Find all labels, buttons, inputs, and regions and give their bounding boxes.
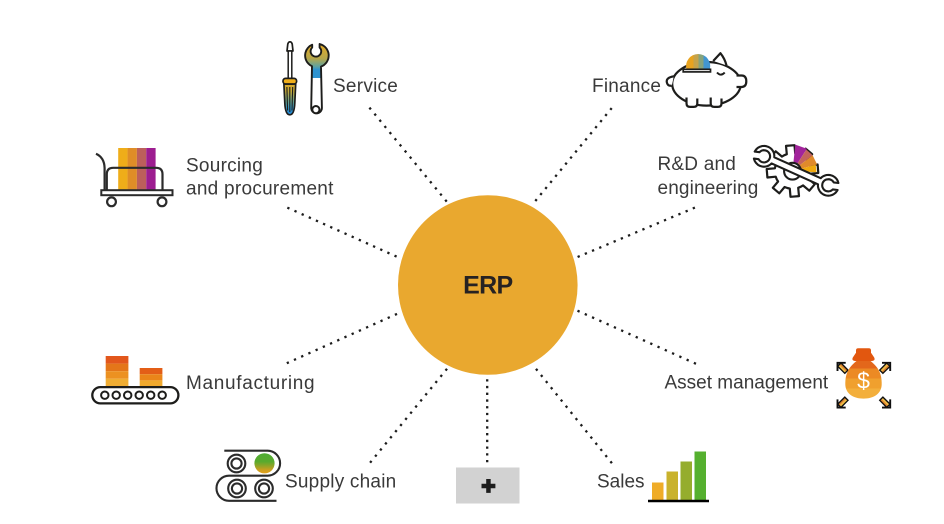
svg-text:Asset management: Asset management bbox=[665, 373, 829, 394]
svg-text:R&D and: R&D and bbox=[658, 154, 737, 175]
svg-text:$: $ bbox=[857, 368, 870, 394]
svg-text:Finance: Finance bbox=[592, 76, 661, 97]
svg-text:engineering: engineering bbox=[658, 178, 759, 199]
svg-text:Manufacturing: Manufacturing bbox=[186, 373, 315, 394]
svg-text:Sourcing: Sourcing bbox=[186, 156, 263, 177]
svg-text:ERP: ERP bbox=[463, 272, 512, 300]
svg-text:Service: Service bbox=[333, 76, 398, 97]
svg-text:and procurement: and procurement bbox=[186, 179, 334, 200]
svg-text:Supply chain: Supply chain bbox=[285, 472, 396, 493]
svg-text:Sales: Sales bbox=[597, 472, 645, 493]
